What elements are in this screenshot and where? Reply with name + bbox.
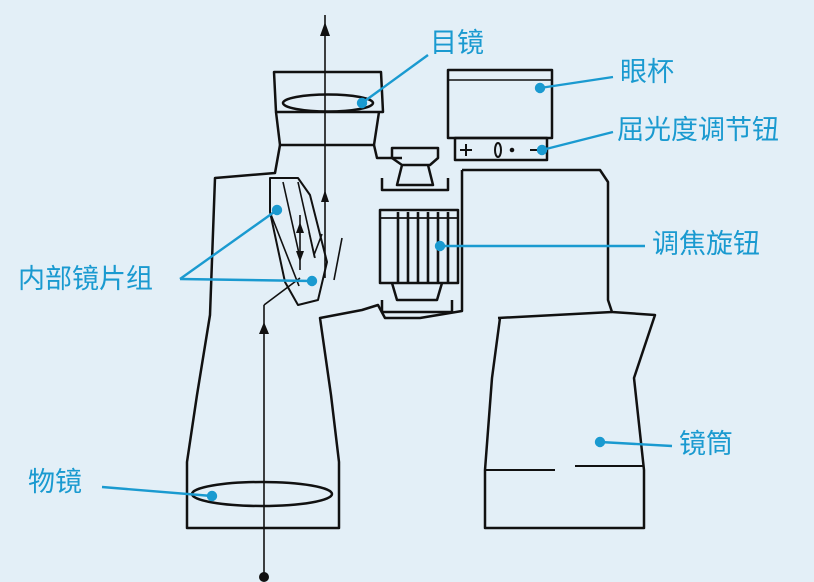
leader-dot-eyepiece xyxy=(356,97,368,109)
focus-knob-foot xyxy=(380,300,454,314)
leader-eyepiece xyxy=(361,54,429,104)
light-source-dot xyxy=(259,572,269,582)
leader-dot-prism-2 xyxy=(306,275,318,287)
light-ray-exit xyxy=(333,237,343,281)
leader-dot-diopter xyxy=(536,144,548,156)
right-tube-waist xyxy=(497,310,613,320)
hinge-knob-top xyxy=(390,146,440,167)
leaders xyxy=(101,54,673,502)
left-tube-body xyxy=(185,144,464,530)
leader-dot-objective xyxy=(206,490,218,502)
hinge-collar xyxy=(380,178,450,192)
hinge-shaft xyxy=(395,164,435,187)
arrowhead-mid xyxy=(321,190,329,202)
leader-objective xyxy=(101,485,213,498)
arrowhead-prism xyxy=(296,222,304,233)
prism-edge-3 xyxy=(269,211,300,287)
leader-dot-eyecup xyxy=(534,82,546,94)
label-focus-knob: 调焦旋钮 xyxy=(652,229,760,260)
right-tube xyxy=(446,68,657,530)
leader-dot-prism-1 xyxy=(271,204,283,216)
arrowhead-prism-down xyxy=(296,251,304,262)
eyepiece-neck xyxy=(274,111,381,147)
arrowhead-objective xyxy=(259,322,269,334)
leader-eyecup xyxy=(539,75,614,90)
leader-prism-1 xyxy=(179,209,278,280)
arrowhead-top xyxy=(320,22,330,36)
arrowheads xyxy=(259,22,330,582)
focus-knob-base xyxy=(390,282,444,302)
light-ray-reflect xyxy=(308,231,323,258)
leader-dot-barrel xyxy=(594,436,606,448)
light-ray-prism-1 xyxy=(263,277,301,306)
leader-prism-2 xyxy=(179,277,313,283)
leader-dot-focus xyxy=(434,240,446,252)
label-inner-prisms: 内部镜片组 xyxy=(18,264,153,295)
inner-prism-group xyxy=(269,177,328,306)
eyepiece-lens xyxy=(281,93,375,113)
label-barrel: 镜筒 xyxy=(679,429,733,460)
label-objective: 物镜 xyxy=(28,467,82,498)
diopter-dot xyxy=(509,147,515,153)
diopter-index xyxy=(494,142,502,158)
leader-diopter xyxy=(541,130,614,152)
eyepiece-housing xyxy=(272,70,385,114)
label-eyecup: 眼杯 xyxy=(620,57,674,88)
leader-barrel xyxy=(599,440,673,448)
label-eyepiece: 目镜 xyxy=(430,28,484,59)
label-diopter-knob: 屈光度调节钮 xyxy=(617,115,779,146)
center-hinge xyxy=(378,146,460,314)
prism-edge-1 xyxy=(282,181,301,259)
